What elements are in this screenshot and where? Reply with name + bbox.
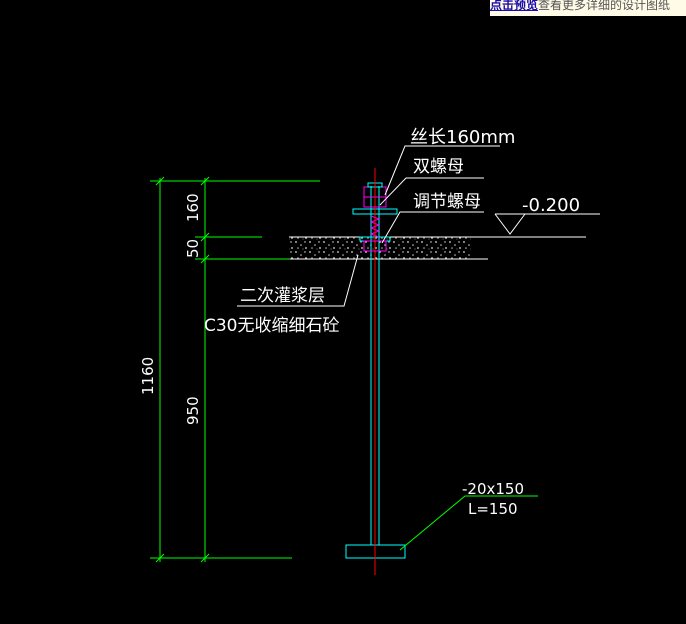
dim-top-text: 160 [184, 193, 202, 222]
thread-length-label: 丝长160mm [410, 127, 515, 148]
dimension-lines [155, 176, 210, 563]
adjust-nut-label: 调节螺母 [413, 192, 481, 212]
grout-material-label: C30无收缩细石砼 [204, 316, 340, 336]
dim-grout-text: 50 [184, 239, 202, 258]
grout-layer-label: 二次灌浆层 [240, 286, 325, 306]
dimension-extension-lines [150, 180, 320, 559]
elevation-symbol [494, 213, 600, 235]
plate-length-label: L=150 [468, 500, 518, 518]
dim-embed-text: 950 [184, 396, 202, 425]
preview-banner[interactable]: 点击预览查看更多详细的设计图纸 [490, 0, 686, 16]
leader-lines [237, 145, 500, 307]
elevation-label: -0.200 [522, 195, 580, 216]
grout-layer-hatch [289, 237, 471, 259]
preview-link[interactable]: 点击预览 [490, 0, 539, 12]
level-lines [289, 236, 586, 260]
double-nut-label: 双螺母 [413, 157, 464, 177]
dim-overall-text: 1160 [139, 357, 157, 395]
plate-leader-line [399, 495, 538, 551]
plate-size-label: -20x150 [462, 480, 524, 498]
preview-banner-text: 查看更多详细的设计图纸 [538, 0, 671, 12]
